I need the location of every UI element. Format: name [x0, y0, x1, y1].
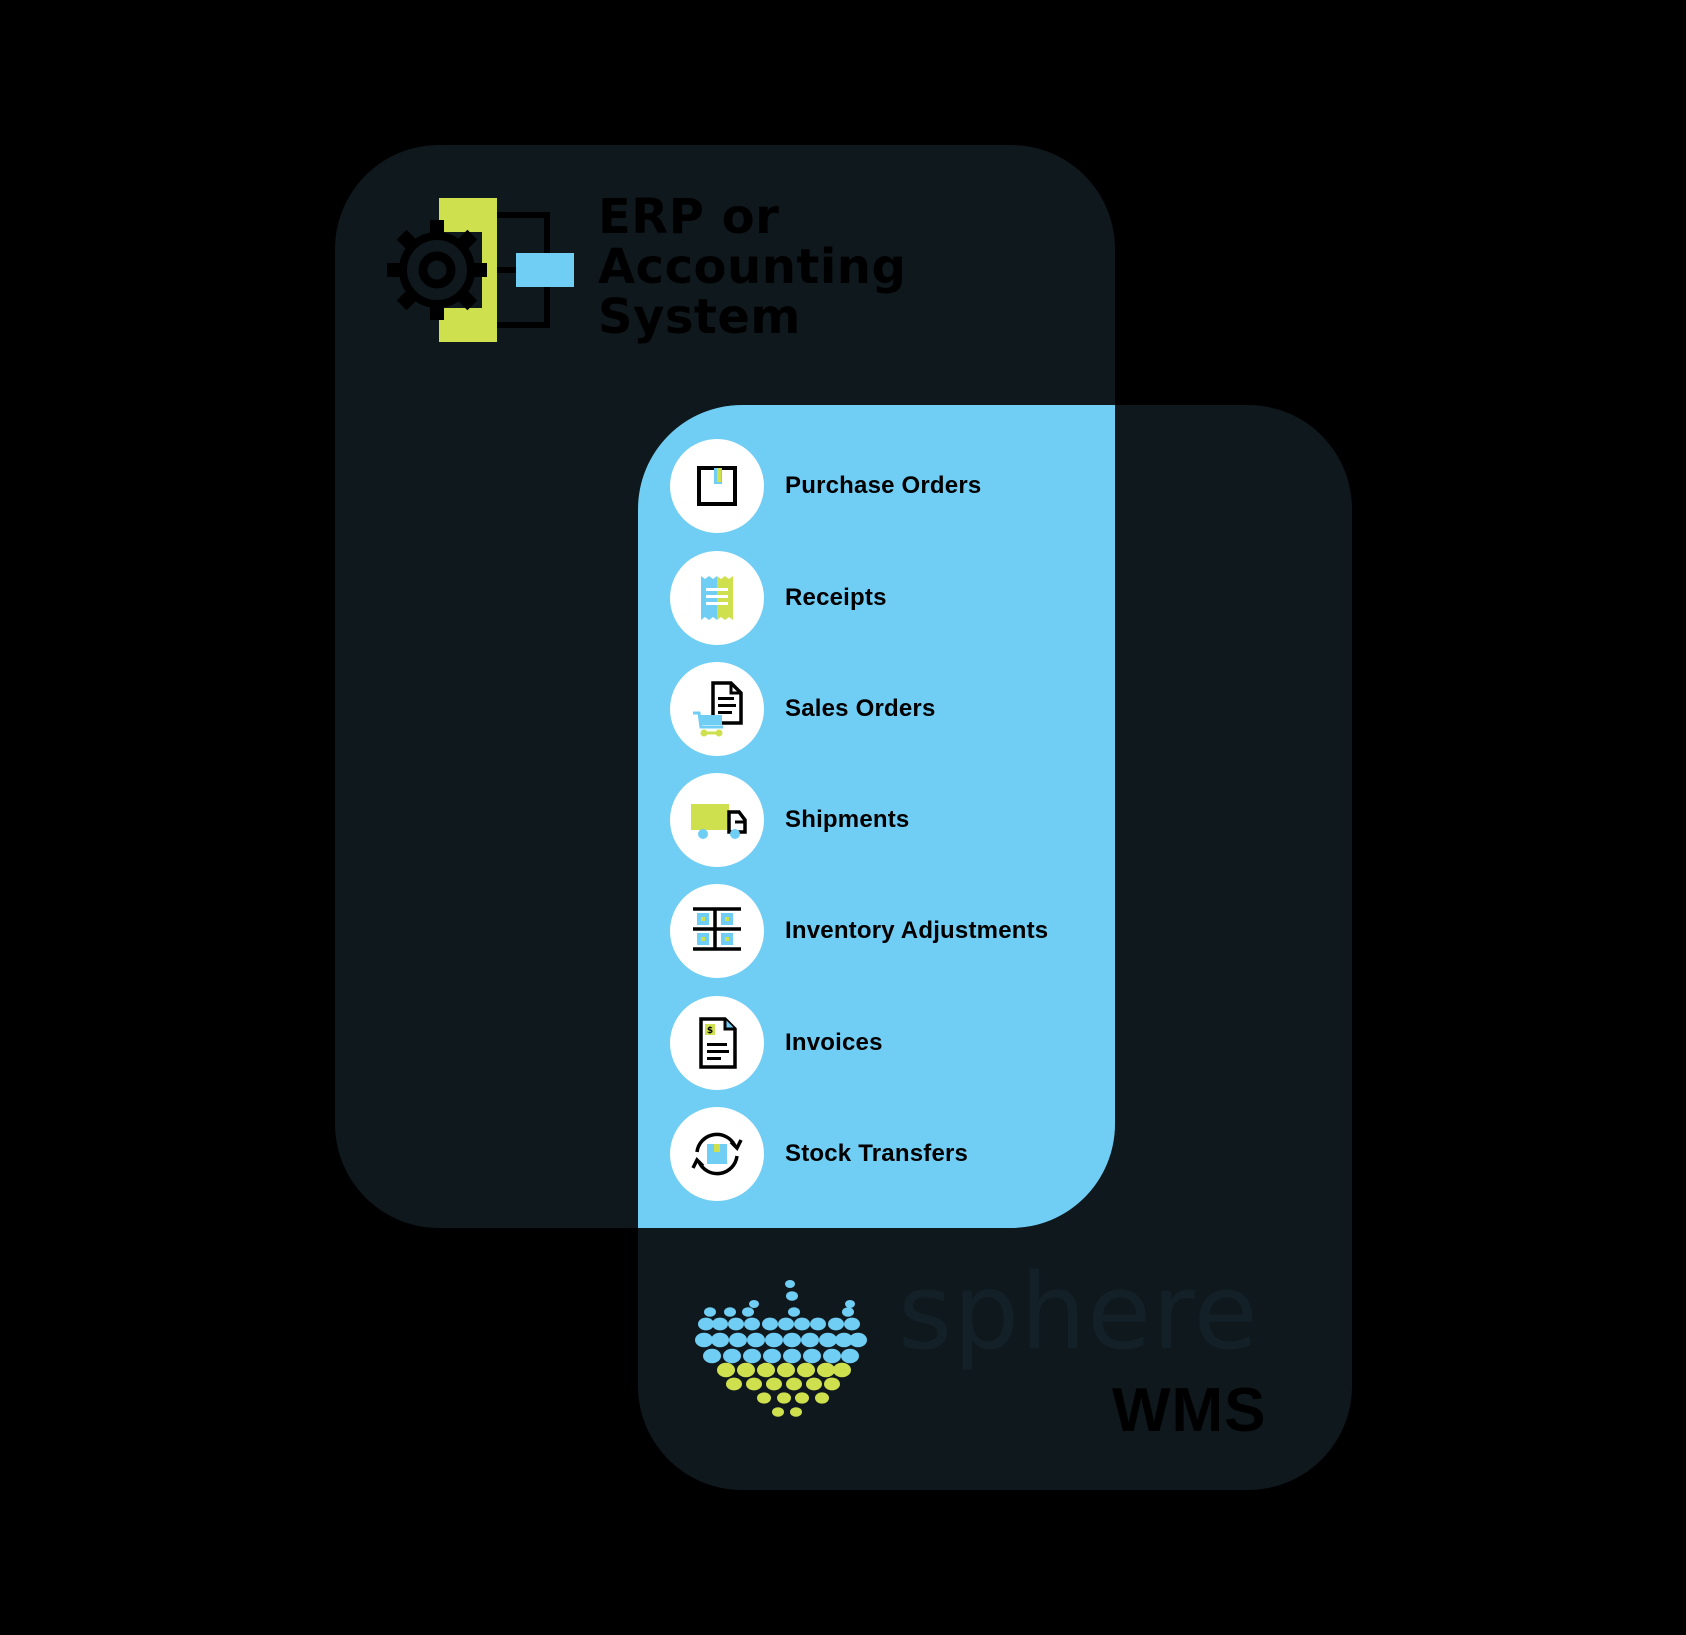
logo-dot: [803, 1348, 821, 1364]
logo-dot: [810, 1317, 826, 1331]
document-cart-icon: [670, 662, 764, 756]
logo-dot: [729, 1332, 747, 1348]
logo-dot: [746, 1377, 762, 1391]
logo-dot: [828, 1317, 844, 1331]
logo-dot: [749, 1300, 759, 1308]
logo-dot: [763, 1348, 781, 1364]
receipt-icon: [670, 551, 764, 645]
erp-title-line: Accounting: [598, 239, 907, 295]
document-label: Sales Orders: [785, 695, 936, 722]
gear-workflow-icon: [387, 198, 574, 342]
document-label: Invoices: [785, 1029, 883, 1056]
logo-dot: [717, 1362, 735, 1378]
logo-dot: [819, 1332, 837, 1348]
logo-dot: [785, 1280, 795, 1288]
transfer-icon: [670, 1107, 764, 1201]
logo-dot: [765, 1332, 783, 1348]
logo-dot: [797, 1362, 815, 1378]
logo-dot: [842, 1307, 854, 1317]
logo-dot: [794, 1317, 810, 1331]
document-label: Purchase Orders: [785, 472, 982, 499]
document-label: Shipments: [785, 806, 910, 833]
erp-system-title: ERP or Accounting System: [598, 192, 1018, 342]
logo-dot: [742, 1307, 754, 1317]
logo-dot: [788, 1307, 800, 1317]
logo-dot: [823, 1348, 841, 1364]
logo-dot: [777, 1392, 791, 1404]
logo-dot: [790, 1407, 802, 1417]
logo-dot: [778, 1317, 794, 1331]
logo-dot: [723, 1348, 741, 1364]
logo-dot: [849, 1332, 867, 1348]
list-item-invoices: $ Invoices: [670, 996, 1110, 1090]
logo-dot: [786, 1377, 802, 1391]
logo-dot: [786, 1291, 798, 1301]
list-item-shipments: Shipments: [670, 773, 1110, 867]
logo-dot: [724, 1307, 736, 1317]
logo-dot: [726, 1377, 742, 1391]
logo-dot: [824, 1377, 840, 1391]
box-icon: [670, 439, 764, 533]
logo-dot: [844, 1317, 860, 1331]
logo-dot: [817, 1362, 835, 1378]
invoice-icon: $: [670, 996, 764, 1090]
list-item-purchase-orders: Purchase Orders: [670, 439, 1110, 533]
logo-dot: [737, 1362, 755, 1378]
logo-dot: [772, 1407, 784, 1417]
logo-dot: [712, 1317, 728, 1331]
logo-dot: [695, 1332, 713, 1348]
logo-dot: [766, 1377, 782, 1391]
logo-dot: [815, 1392, 829, 1404]
logo-dot: [806, 1377, 822, 1391]
logo-dot: [777, 1362, 795, 1378]
logo-dot: [801, 1332, 819, 1348]
erp-title-line: System: [598, 289, 801, 345]
logo-dot: [795, 1392, 809, 1404]
logo-dot: [757, 1362, 775, 1378]
list-item-sales-orders: Sales Orders: [670, 662, 1110, 756]
document-label: Stock Transfers: [785, 1140, 969, 1167]
dotted-globe-logo: [695, 1280, 867, 1417]
list-item-stock-transfers: Stock Transfers: [670, 1107, 1110, 1201]
brand-wordmark: sphere: [898, 1251, 1259, 1373]
logo-dot: [841, 1348, 859, 1364]
logo-dot: [757, 1392, 771, 1404]
erp-title-line: ERP or: [598, 189, 780, 245]
shelving-icon: [670, 884, 764, 978]
logo-dot: [762, 1317, 778, 1331]
logo-dot: [845, 1300, 855, 1308]
brand-suffix: WMS: [1112, 1376, 1267, 1445]
document-label: Receipts: [785, 584, 887, 611]
logo-dot: [744, 1317, 760, 1331]
logo-dot: [783, 1332, 801, 1348]
list-item-receipts: Receipts: [670, 551, 1110, 645]
logo-dot: [783, 1348, 801, 1364]
logo-dot: [703, 1348, 721, 1364]
document-label: Inventory Adjustments: [785, 917, 1049, 944]
logo-dot: [833, 1362, 851, 1378]
svg-text:$: $: [707, 1026, 713, 1036]
logo-dot: [711, 1332, 729, 1348]
truck-icon: [670, 773, 764, 867]
list-item-inventory-adjustments: Inventory Adjustments: [670, 884, 1110, 978]
logo-dot: [704, 1307, 716, 1317]
logo-dot: [698, 1317, 714, 1331]
logo-dot: [835, 1332, 853, 1348]
logo-dot: [728, 1317, 744, 1331]
logo-dot: [747, 1332, 765, 1348]
logo-dot: [743, 1348, 761, 1364]
